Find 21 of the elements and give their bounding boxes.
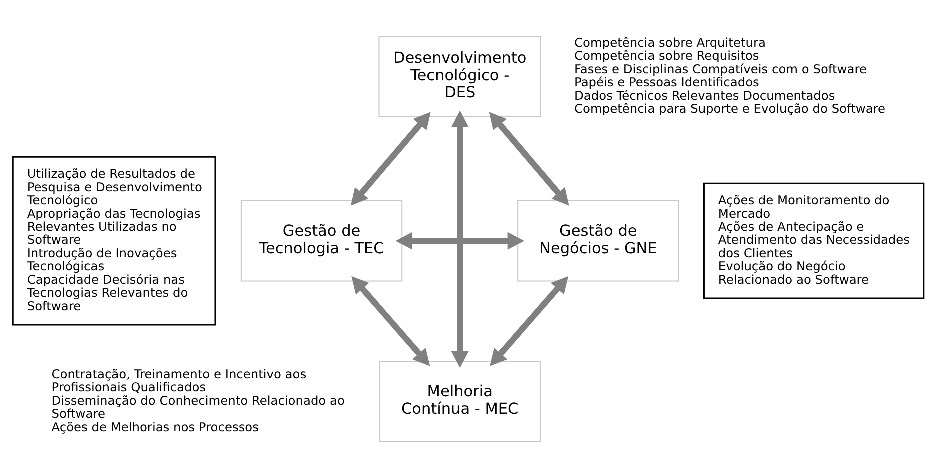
node-box: Ações de Monitoramento do Mercado Ações de Antecipação e Atendimento das Necessidades dos Clientes Evolução do Negócio Relacionado ao Software xyxy=(703,182,925,299)
node-label: Competência sobre Arquitetura xyxy=(574,35,766,50)
arrow xyxy=(396,232,525,250)
arrow xyxy=(352,276,430,366)
node-box: Melhoria Contínua - MEC xyxy=(379,360,541,442)
node-label: Competência sobre Requisitos xyxy=(574,48,760,63)
node-label: Disseminação do Conhecimento Relacionado ao Software xyxy=(52,393,345,421)
arrow xyxy=(350,112,431,206)
node-label: Papéis e Pessoas Identificados xyxy=(574,75,760,90)
node-label: Dados Técnicos Relevantes Documentados xyxy=(574,88,836,102)
node-box: Utilização de Resultados de Pesquisa e Desenvolvimento Tecnológico Apropriação das Tecnologias Relevantes Utilizadas no Software Introdução de Inovações Tecnológicas Capacidade Decisória nas Tecnologias Relevantes do Software xyxy=(12,156,216,326)
arrow xyxy=(451,110,469,368)
node-box: Gestão de Negócios - GNE xyxy=(518,200,680,282)
node-label: Competência para Suporte e Evolução do Software xyxy=(574,102,886,116)
node-label: Fases e Disciplinas Compatíveis com o Software xyxy=(574,62,867,76)
arrow xyxy=(489,112,570,206)
node-box: Gestão de Tecnologia - TEC xyxy=(240,200,403,282)
node-box: Desenvolvimento Tecnológico - DES xyxy=(378,36,542,117)
node-label: Ações de Melhorias nos Processos xyxy=(52,420,259,434)
node-label: Contratação, Treinamento e Incentivo aos Profissionais Qualificados xyxy=(52,366,307,394)
arrow xyxy=(490,276,569,366)
